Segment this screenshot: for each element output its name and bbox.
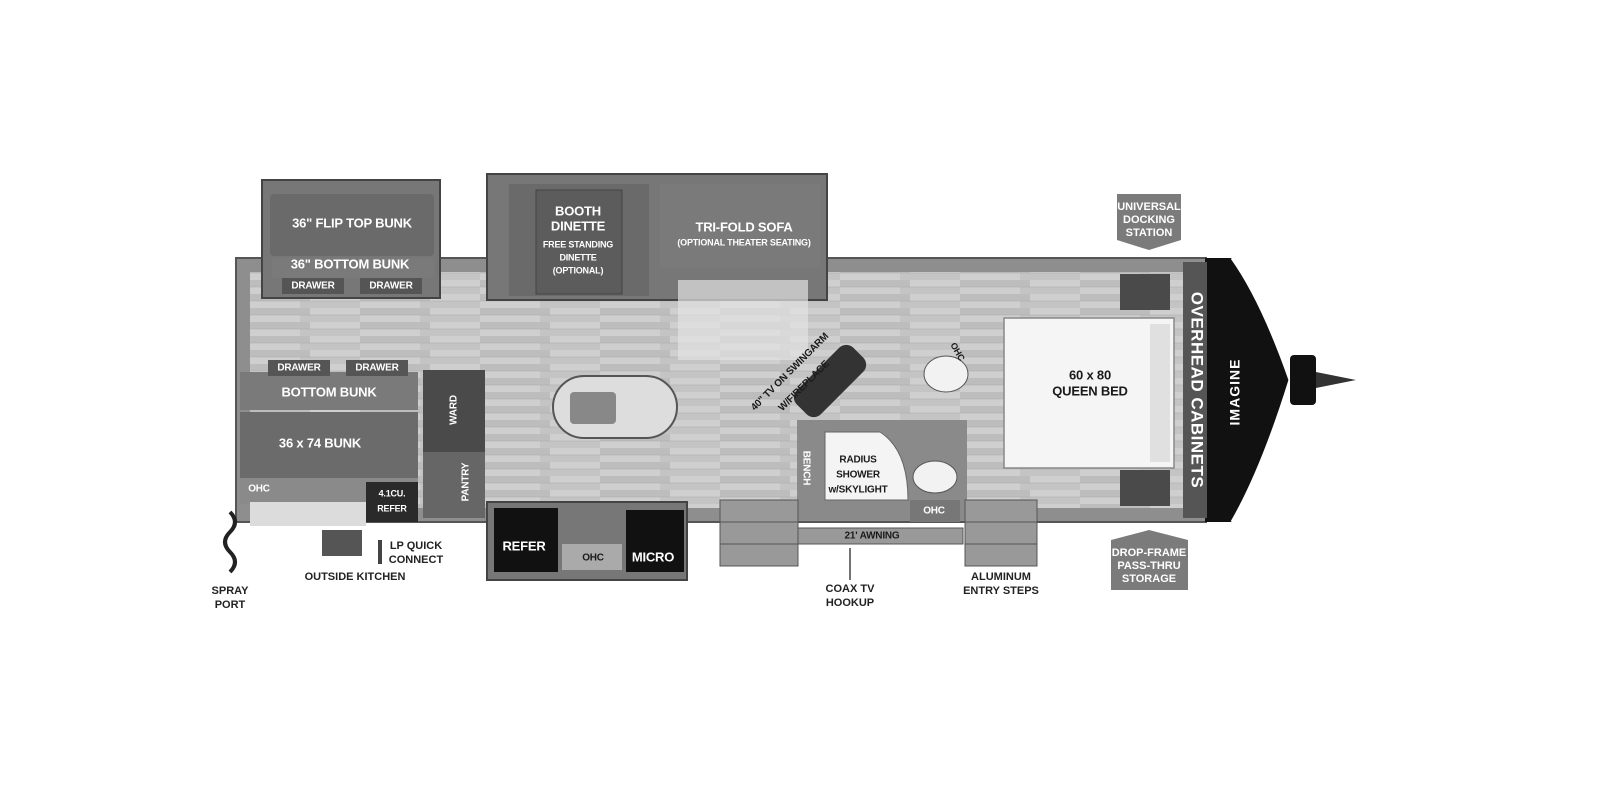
outside-fixtures (223, 510, 382, 574)
awning-label: 21' AWNING (844, 531, 899, 542)
micro-label: MICRO (632, 549, 674, 564)
dinette-label: DINETTE (551, 218, 606, 233)
drawer-label: DRAWER (355, 363, 399, 374)
coax-text: COAX TV (826, 583, 876, 595)
bunk-area (240, 370, 485, 526)
bed-size-label: 60 x 80 (1069, 367, 1111, 382)
docking-station-text: UNIVERSAL (1117, 201, 1181, 213)
queen-bed (1003, 274, 1175, 506)
docking-station-callout (1117, 194, 1181, 250)
bottom-bunk-label: BOTTOM BUNK (281, 384, 377, 399)
shower-label: RADIUS (839, 455, 877, 466)
overhead-cabinets-label: OVERHEAD CABINETS (1188, 292, 1207, 488)
bench-label: BENCH (800, 451, 811, 486)
flip-top-bunk-label: 36" FLIP TOP BUNK (292, 215, 413, 230)
sofa-label: TRI-FOLD SOFA (695, 219, 793, 234)
shower-label: SHOWER (836, 470, 881, 481)
entry-steps-text: ALUMINUM (971, 571, 1031, 583)
shower-label: w/SKYLIGHT (827, 485, 887, 496)
refer-small-label: 4.1CU. (379, 488, 406, 498)
docking-station-text: DOCKING (1123, 214, 1175, 226)
dinette-label: BOOTH (555, 203, 601, 218)
bed-label: QUEEN BED (1052, 383, 1128, 398)
bottom-bunk-36-label: 36" BOTTOM BUNK (291, 256, 410, 271)
refer-small-label: REFER (377, 503, 407, 513)
dinette-note: FREE STANDING (543, 239, 613, 249)
ohc-label: OHC (923, 506, 945, 517)
sofa-note: (OPTIONAL THEATER SEATING) (677, 237, 811, 247)
docking-station-text: STATION (1126, 227, 1173, 239)
drop-frame-text: PASS-THRU (1117, 560, 1180, 572)
pantry-label: PANTRY (461, 462, 472, 501)
drawer-label: DRAWER (291, 281, 335, 292)
bunk-74-label: 36 x 74 BUNK (279, 435, 362, 450)
entry-steps (719, 499, 1038, 567)
drop-frame-text: DROP-FRAME (1112, 547, 1187, 559)
dinette-note: (OPTIONAL) (553, 265, 604, 275)
front-cap (1183, 257, 1356, 523)
bathroom (797, 355, 969, 522)
ohc-label: OHC (582, 553, 604, 564)
imagine-logo: IMAGINE (1227, 359, 1243, 426)
drawer-label: DRAWER (277, 363, 321, 374)
outside-kitchen-text: OUTSIDE KITCHEN (305, 571, 406, 583)
dinette-sofa-slideout (486, 173, 828, 360)
lp-connect-text: CONNECT (389, 554, 444, 566)
entry-steps-text: ENTRY STEPS (963, 585, 1039, 597)
lp-connect-text: LP QUICK (390, 540, 442, 552)
kitchen-slideout (486, 501, 688, 581)
drop-frame-callout (1111, 530, 1188, 590)
drawer-label: DRAWER (369, 281, 413, 292)
spray-port-text: SPRAY (212, 585, 250, 597)
coax-text: HOOKUP (826, 597, 874, 609)
spray-port-text: PORT (215, 599, 246, 611)
refer-label: REFER (502, 538, 546, 553)
dinette-note: DINETTE (559, 252, 596, 262)
ohc-label: OHC (248, 484, 270, 495)
drop-frame-text: STORAGE (1122, 573, 1176, 585)
kitchen-island (552, 375, 678, 439)
ward-label: WARD (449, 395, 460, 425)
tv-swingarm (793, 344, 867, 418)
